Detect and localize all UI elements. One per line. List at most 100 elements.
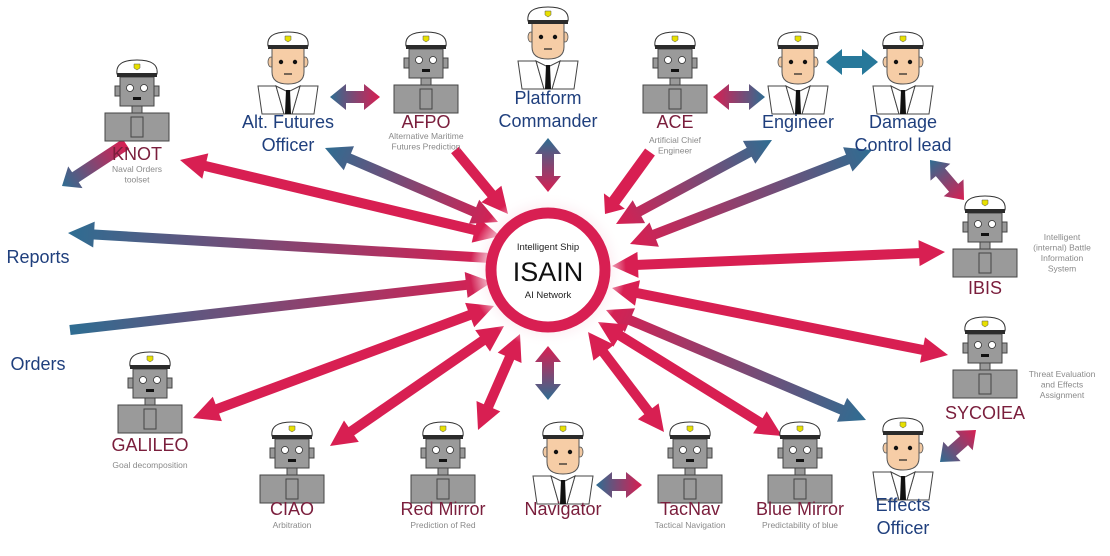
arrow-isain-effects bbox=[606, 308, 866, 422]
robot-icon bbox=[658, 422, 722, 503]
connections bbox=[62, 49, 976, 498]
node-description: Futures Prediction bbox=[392, 142, 461, 152]
node-label: Engineer bbox=[762, 112, 834, 132]
robot-icon bbox=[411, 422, 475, 503]
human-icon bbox=[258, 32, 318, 114]
node-label: Effects bbox=[876, 495, 931, 515]
node-description: Information bbox=[1041, 253, 1084, 263]
node-description: Tactical Navigation bbox=[655, 520, 726, 530]
node-description: Threat Evaluation bbox=[1029, 369, 1096, 379]
arrow-isain-altfut bbox=[325, 146, 498, 224]
node-description: Prediction of Red bbox=[410, 520, 475, 530]
arrow-isain-galileo bbox=[193, 302, 494, 422]
node-description: Assignment bbox=[1040, 390, 1085, 400]
arrow-isain-navigator bbox=[535, 346, 561, 400]
node-label: SYCOIEA bbox=[945, 403, 1025, 423]
robot-icon bbox=[953, 196, 1017, 277]
node-label: Control lead bbox=[854, 135, 951, 155]
robot-icon bbox=[953, 317, 1017, 398]
node-label: Platform bbox=[514, 88, 581, 108]
node-description: Naval Orders bbox=[112, 164, 162, 174]
robot-icon bbox=[105, 60, 169, 141]
arrow-commander-isain bbox=[535, 138, 561, 192]
node-label: GALILEO bbox=[111, 435, 188, 455]
node-description: and Effects bbox=[1041, 380, 1083, 390]
arrow-afpo-isain bbox=[451, 146, 508, 214]
arrow-ace-isain bbox=[603, 148, 655, 214]
node-engineer[interactable]: Engineer bbox=[762, 32, 834, 132]
arrow-effects-sycoiea bbox=[940, 430, 976, 462]
node-label: Commander bbox=[498, 111, 597, 131]
node-description: Arbitration bbox=[273, 520, 312, 530]
node-label: Alt. Futures bbox=[242, 112, 334, 132]
human-icon bbox=[873, 418, 933, 500]
node-label: Navigator bbox=[524, 499, 601, 519]
arrow-isain-damage bbox=[630, 147, 872, 247]
arrow-damage-ibis bbox=[930, 160, 964, 200]
isain-hub[interactable]: Intelligent Ship ISAIN AI Network bbox=[470, 192, 626, 348]
hub-subtitle: AI Network bbox=[525, 290, 572, 301]
arrow-isain-ibis bbox=[612, 240, 945, 278]
robot-icon bbox=[643, 32, 707, 113]
node-label: Blue Mirror bbox=[756, 499, 844, 519]
node-label: Damage bbox=[869, 112, 937, 132]
node-description: Predictability of blue bbox=[762, 520, 838, 530]
arrow-knot-reports bbox=[62, 139, 130, 189]
arrow-isain-reports bbox=[68, 221, 491, 263]
hub-title: ISAIN bbox=[513, 257, 584, 287]
node-label: Reports bbox=[6, 247, 69, 267]
node-ibis[interactable]: IBIS Intelligent(internal) BattleInformat… bbox=[953, 196, 1091, 298]
arrow-isain-ciao bbox=[330, 326, 504, 446]
arrow-ace-engineer bbox=[713, 84, 765, 110]
human-icon bbox=[873, 32, 933, 114]
node-description: toolset bbox=[124, 175, 150, 185]
arrow-isain-sycoiea bbox=[612, 280, 948, 363]
node-description: Intelligent bbox=[1044, 232, 1081, 242]
node-orders[interactable]: Orders bbox=[10, 354, 65, 374]
node-description: Alternative Maritime bbox=[388, 131, 463, 141]
node-label: TacNav bbox=[660, 499, 720, 519]
node-label: AFPO bbox=[401, 112, 450, 132]
node-label: Red Mirror bbox=[400, 499, 485, 519]
node-label: Officer bbox=[262, 135, 315, 155]
robot-icon bbox=[260, 422, 324, 503]
node-label: IBIS bbox=[968, 278, 1002, 298]
human-icon bbox=[533, 422, 593, 504]
arrow-engineer-damage bbox=[826, 49, 878, 75]
robot-icon bbox=[394, 32, 458, 113]
arrow-isain-bluemirror bbox=[598, 322, 782, 436]
node-label: Orders bbox=[10, 354, 65, 374]
arrow-isain-engineer bbox=[616, 140, 772, 224]
human-icon bbox=[518, 7, 578, 89]
robot-icon bbox=[118, 352, 182, 433]
arrow-isain-tacnav bbox=[588, 332, 664, 432]
human-icon bbox=[768, 32, 828, 114]
arrow-orders-isain bbox=[69, 272, 493, 335]
arrow-isain-redmirror bbox=[476, 334, 522, 430]
arrow-navigator-tacnav bbox=[596, 472, 642, 498]
node-label: ACE bbox=[656, 112, 693, 132]
node-description: System bbox=[1048, 264, 1076, 274]
node-reports[interactable]: Reports bbox=[6, 247, 69, 267]
node-description: Engineer bbox=[658, 146, 692, 156]
node-navigator[interactable]: Navigator bbox=[524, 422, 602, 519]
node-description: (internal) Battle bbox=[1033, 243, 1091, 253]
node-label: KNOT bbox=[112, 144, 162, 164]
node-label: CIAO bbox=[270, 499, 314, 519]
node-description: Artificial Chief bbox=[649, 135, 702, 145]
